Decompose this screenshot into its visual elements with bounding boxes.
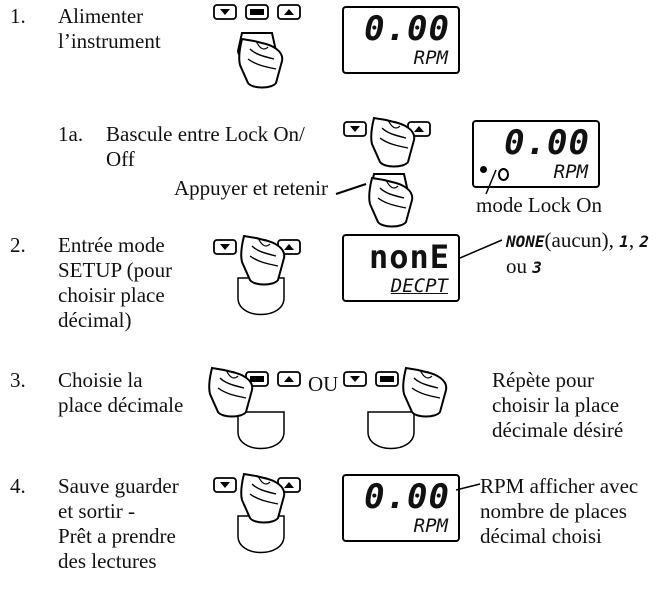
step-4-text-line3: Prêt a prendre [58,524,176,549]
hold-pointer-arrow [336,184,366,194]
step-3-keypad-b [344,366,454,466]
step-1a-hold-label: Appuyer et retenir [174,176,328,201]
up-arrow-button [278,372,300,386]
finger-press-icon [238,33,282,88]
step-2-note-line1: NONE(aucun), 1, 2 [506,228,649,254]
step-3-text-line2: place décimale [58,393,183,418]
step-1-text-line2: l’instrument [58,29,161,54]
step-2-text-line3: choisir place [58,283,165,308]
step-3-text-line1: Choisie la [58,368,143,393]
option-1: 1 [619,232,629,251]
step-3-note-line3: décimale désiré [492,418,623,443]
step-2-note-line2: ou 3 [506,254,542,280]
down-arrow-button [214,5,236,19]
finger-on-up-icon [403,368,446,417]
step-4-lcd-display: 0.00 RPM [342,474,460,542]
lcd-submode: DECPT [391,276,448,296]
step-1a-note: mode Lock On [476,193,602,218]
step-1-number: 1. [10,4,26,29]
down-arrow-button [214,478,236,492]
step-4-text-line2: et sortir - [58,499,135,524]
step-1a-text-line2: Off [106,147,135,172]
menu-button [376,372,398,386]
option-3: 3 [532,258,542,277]
step-1a-text-line1: Bascule entre Lock On/ [106,122,305,147]
step-4-keypad [214,472,334,572]
step-3-note-line2: choisir la place [492,393,619,418]
lcd-main-value: 0.00 [504,126,590,160]
finger-hold-icon [369,174,412,227]
step-4-note-line2: nombre de places [480,499,627,524]
step-3-keypad-a [214,366,314,466]
step-2-text-line4: décimal) [58,308,131,333]
lcd-main-value: nonE [369,240,450,274]
lcd-main-value: 0.00 [364,480,450,514]
step-3-number: 3. [10,368,26,393]
empty-button-outline-icon [238,412,284,449]
lcd-unit: RPM [414,516,448,536]
or-word: ou [506,254,532,278]
lcd-unit: RPM [554,162,588,182]
separator: , [629,228,640,252]
none-translation: (aucun), [545,228,620,252]
lcd-unit: RPM [414,48,448,68]
step-3-or-label: OU [308,372,338,397]
empty-button-outline-icon [368,412,414,449]
step-4-note-line3: décimal choisi [480,524,602,549]
step-4-note-line1: RPM afficher avec [480,474,638,499]
step-4-text-line1: Sauve guarder [58,474,179,499]
step-1a-keypad [344,118,464,228]
step-1-keypad [214,5,334,85]
lcd-main-value: 0.00 [364,12,450,46]
step-1a-number: 1a. [58,122,83,147]
step-2-text-line2: SETUP (pour [58,258,172,283]
step-1-lcd-display: 0.00 RPM [342,6,460,74]
step-2-text-line1: Entrée mode [58,233,165,258]
down-arrow-button [344,122,366,136]
down-arrow-button [214,240,236,254]
step-2-keypad [214,234,334,334]
step-2-number: 2. [10,233,26,258]
step-2-lcd-display: nonE DECPT [342,234,460,302]
menu-button [246,5,268,19]
up-arrow-button [278,5,300,19]
step-3-note-line1: Répète pour [492,368,594,393]
step-2-note-pointer [460,238,506,262]
option-2: 2 [639,232,649,251]
step-1-text-line1: Alimenter [58,4,143,29]
none-option: NONE [506,232,545,251]
step-4-number: 4. [10,474,26,499]
step-4-text-line4: des lectures [58,549,157,574]
down-arrow-button [344,372,366,386]
